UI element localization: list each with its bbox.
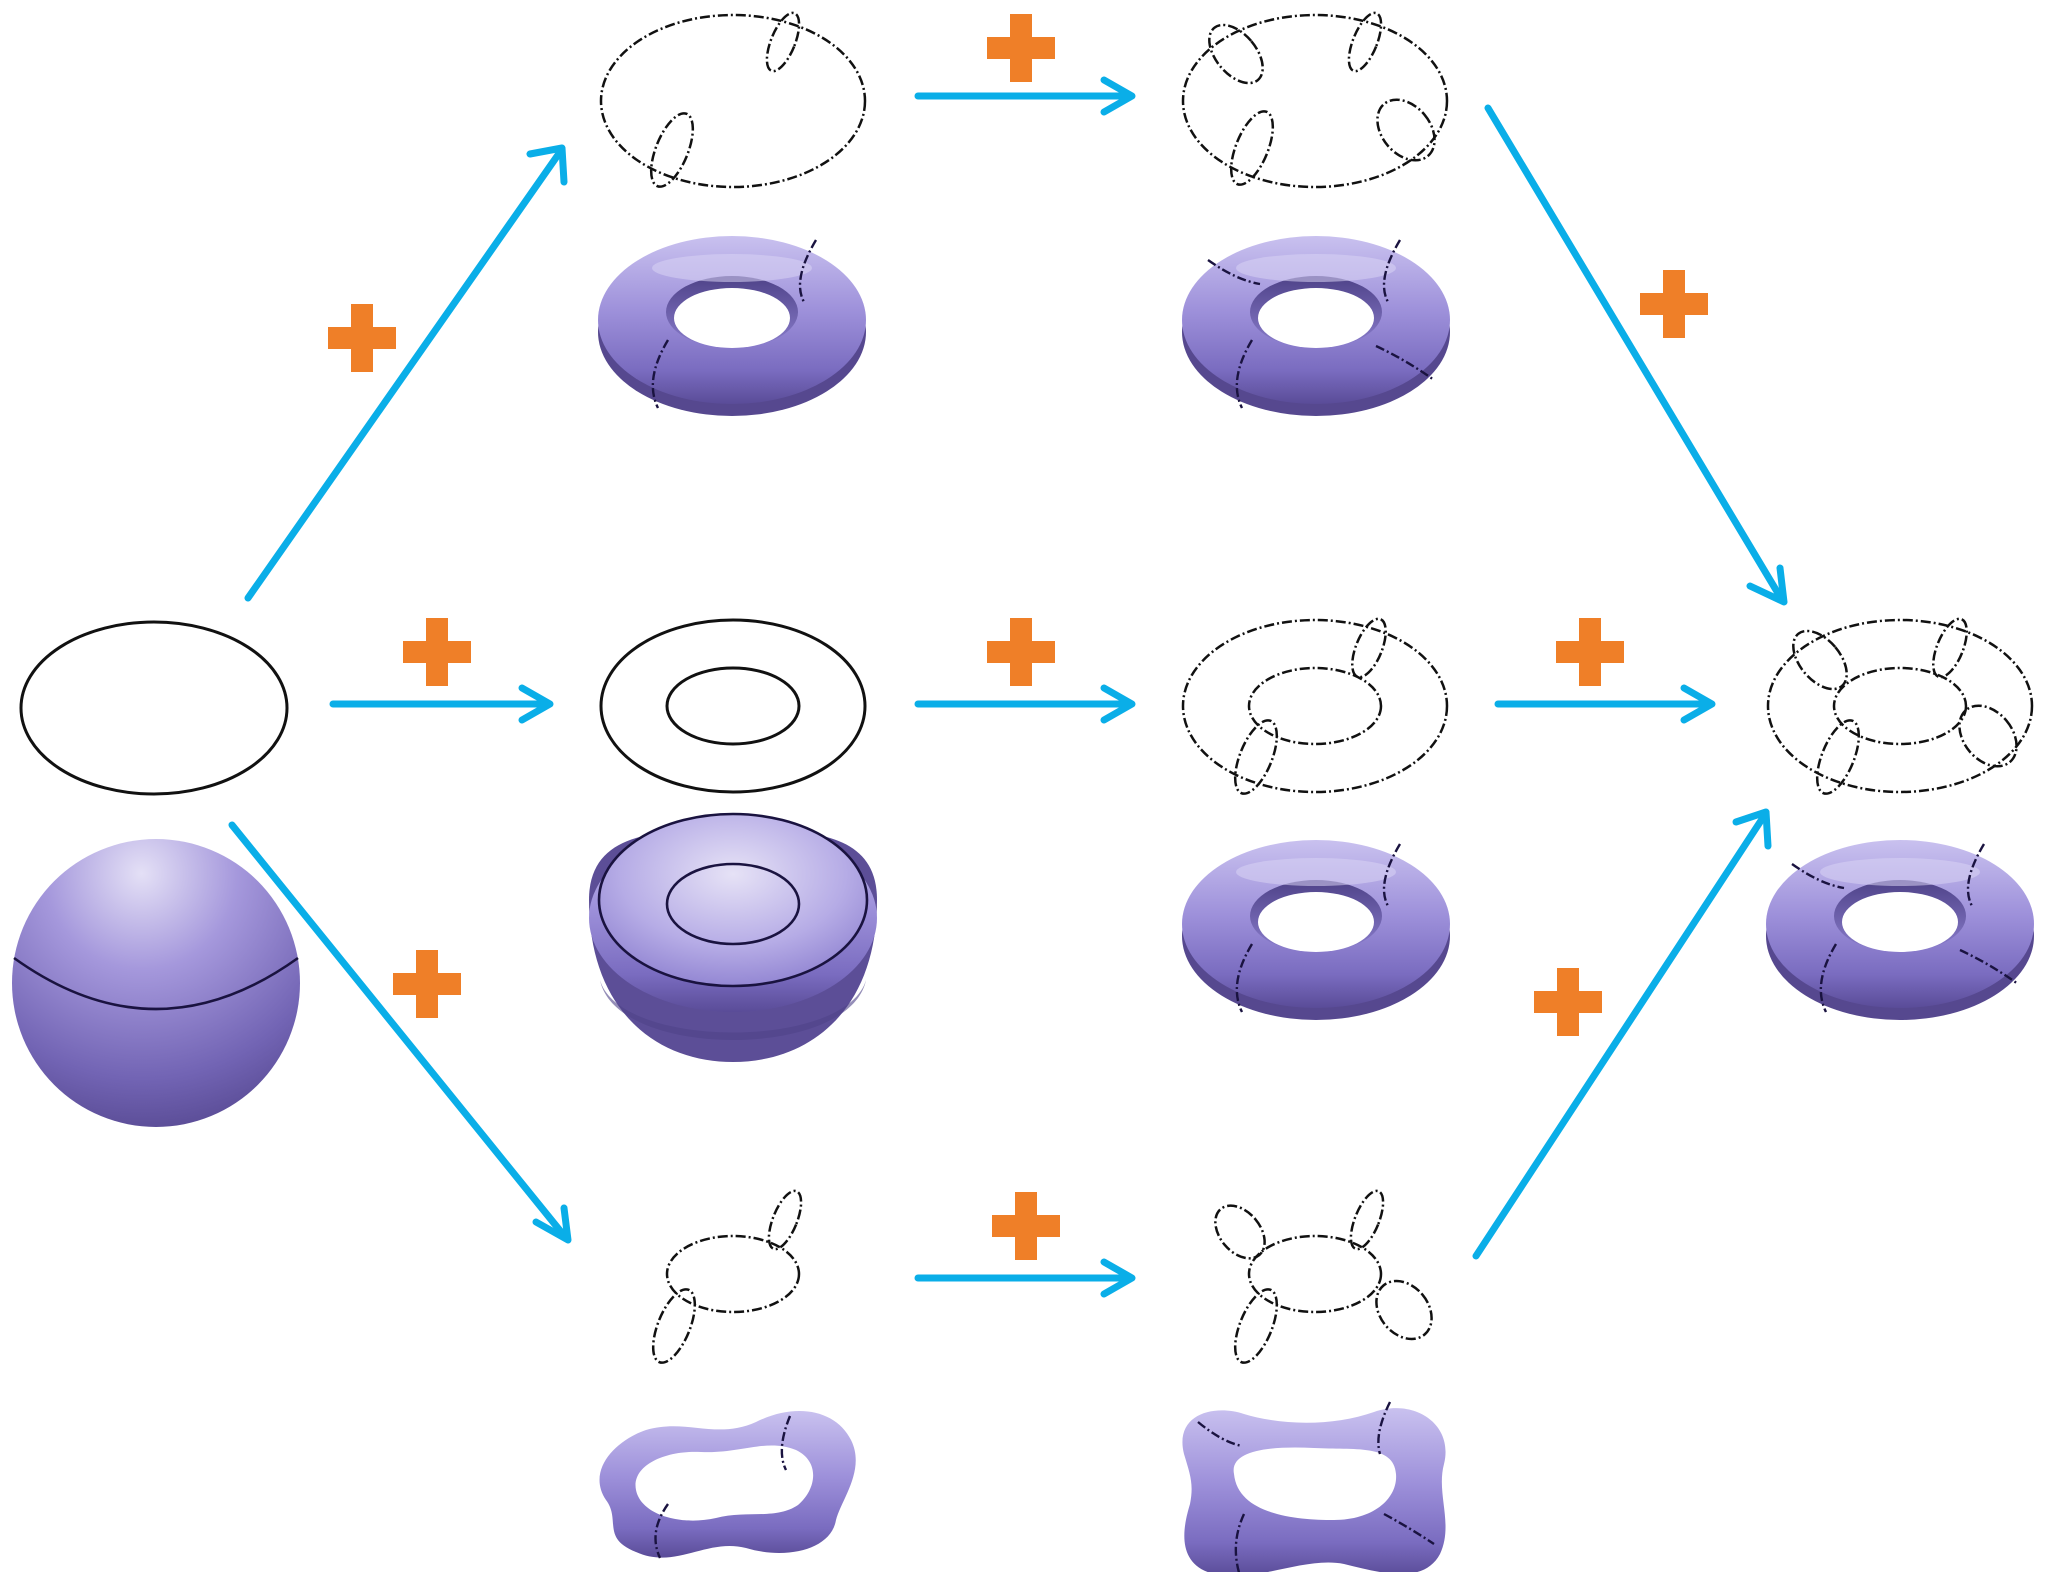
wireframe-small-two-meridians [651,1189,803,1364]
arrow-bottom-row [914,1258,1136,1298]
torus-surface [1766,840,2034,1020]
node-thin-ring-two-meridians [599,1189,856,1559]
wireframe-two-meridians [599,11,867,189]
plus-icon [1556,618,1624,686]
arrow-start-to-bottom [228,821,572,1244]
wireframe-circle [19,620,289,796]
wireframe-concentric-two-meridians [1181,617,1449,795]
wireframe-small-four-meridians [1214,1189,1433,1364]
bumpy-ring-surface [1182,1401,1446,1572]
plus-icon [328,304,396,372]
arrow-top-row [914,76,1136,116]
torus-surface [1182,236,1450,416]
torus-surface [598,236,866,416]
plus-icon [403,618,471,686]
arrow-start-to-top [244,144,568,602]
wireframe-concentric-circles [599,618,867,794]
arrow-middle-row-2 [1494,684,1716,724]
arrow-bottom-to-end [1472,808,1772,1260]
node-thin-ring-four-meridians [1182,1189,1446,1572]
plus-icon [1640,270,1708,338]
arrow-top-to-end [1484,104,1788,606]
arrows [228,76,1788,1298]
plus-icon [992,1192,1060,1260]
node-full-torus [1766,617,2034,1020]
bumpy-ring-surface [599,1410,856,1559]
node-annulus [589,618,877,1062]
sphere-surface [12,839,300,1127]
plus-icon [393,950,461,1018]
plus-signs [328,14,1708,1260]
wireframe-four-meridians [1181,11,1449,189]
plus-icon [987,14,1055,82]
plus-icon [987,618,1055,686]
flattened-sphere-surface [589,812,877,1062]
node-sphere-start [12,620,300,1127]
arrow-start-to-middle [329,684,554,724]
plus-icon [1534,968,1602,1036]
torus-surface [1182,840,1450,1020]
arrow-middle-row-1 [914,684,1136,724]
node-torus-two-meridians [598,11,867,416]
node-torus-four-meridians [1181,11,1450,416]
node-annulus-two-meridians [1181,617,1450,1020]
wireframe-full-torus [1766,617,2034,795]
